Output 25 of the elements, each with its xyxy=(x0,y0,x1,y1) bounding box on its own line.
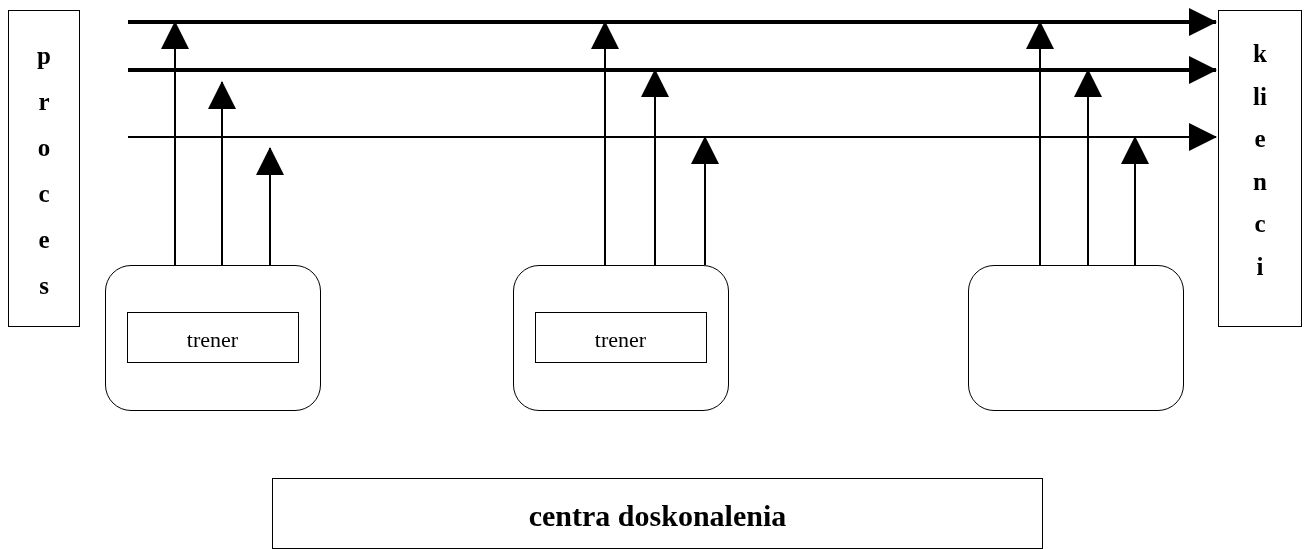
label: trener xyxy=(594,326,647,352)
arrow xyxy=(1026,21,1054,266)
label-box xyxy=(272,478,1043,549)
arrow xyxy=(128,56,1217,84)
arrow xyxy=(1074,69,1102,266)
rounded-box xyxy=(968,265,1184,411)
arrow xyxy=(591,21,619,266)
label: trener xyxy=(186,326,239,352)
arrow xyxy=(127,123,1217,151)
vertical-label: proces xyxy=(37,41,51,301)
arrow xyxy=(256,147,284,266)
label: centra doskonalenia xyxy=(528,499,787,534)
arrow xyxy=(1121,136,1149,266)
vertical-label: klienci xyxy=(1253,39,1267,282)
role-box xyxy=(126,311,299,363)
role-box xyxy=(534,311,707,363)
arrow xyxy=(128,8,1217,36)
vertical-label-box xyxy=(1218,10,1302,327)
vertical-label-box xyxy=(8,10,80,327)
arrow xyxy=(641,69,669,266)
rounded-box xyxy=(105,265,321,411)
rounded-box xyxy=(513,265,729,411)
arrow xyxy=(691,136,719,266)
arrow xyxy=(208,81,236,266)
arrow xyxy=(161,21,189,266)
